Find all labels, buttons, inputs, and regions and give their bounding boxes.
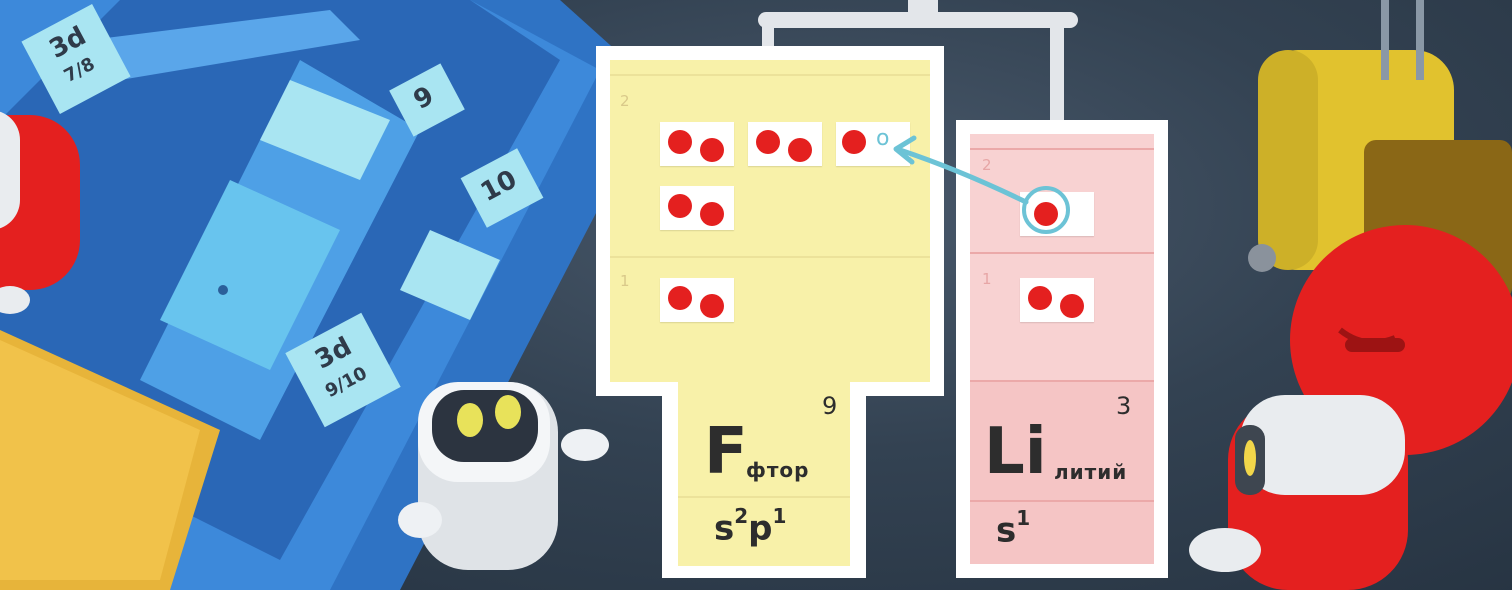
illustration-scene: 3d 7/8 9 10 3d 9/10 2 1 o <box>0 0 1512 590</box>
electron-transfer-arrow <box>0 0 1512 590</box>
